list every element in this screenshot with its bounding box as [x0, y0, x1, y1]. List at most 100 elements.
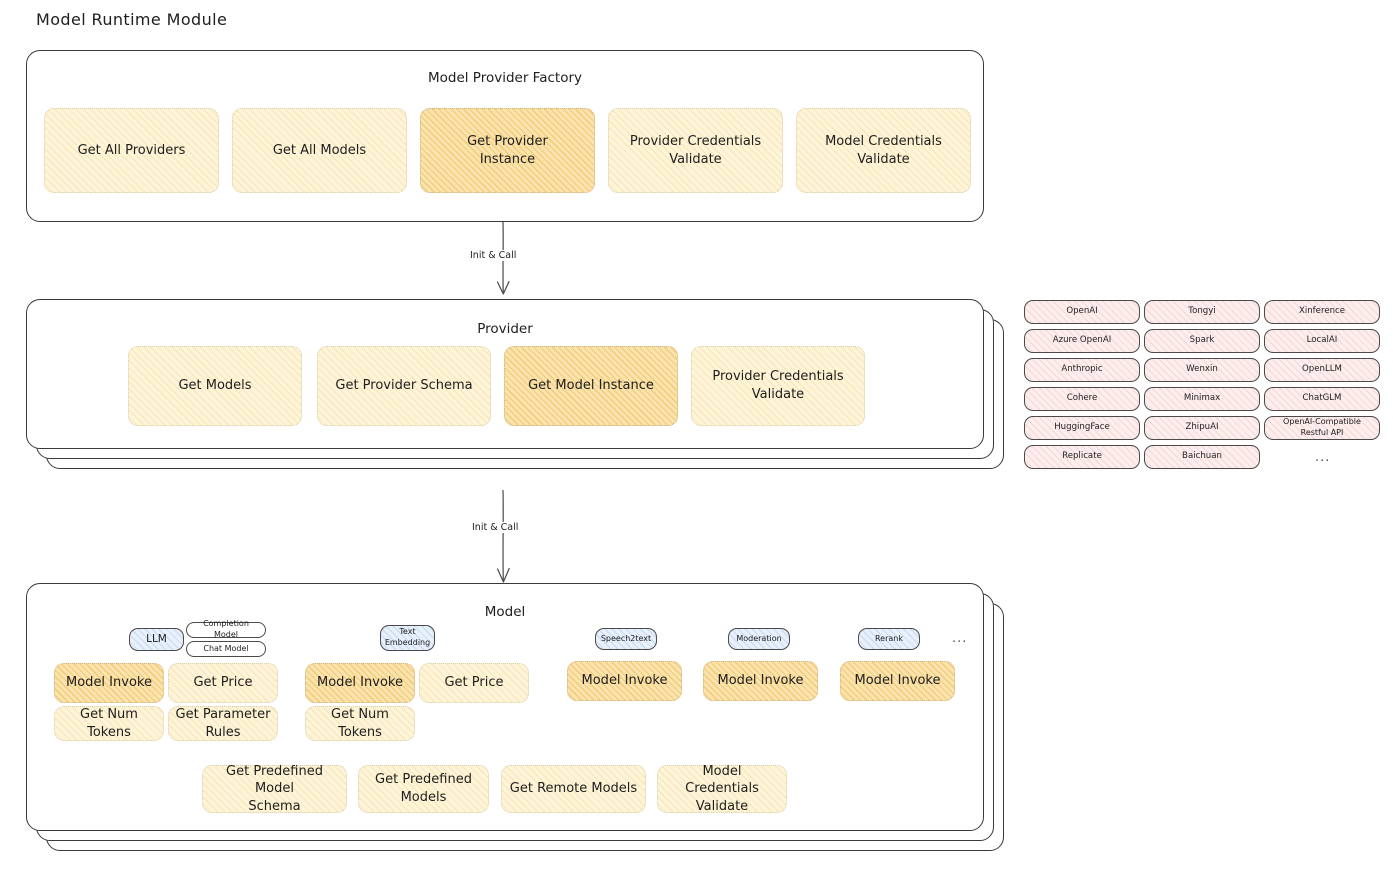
- provider-node-label: Get Provider Schema: [335, 378, 473, 394]
- model-common-get-predefined-model-schema[interactable]: Get Predefined Model Schema: [202, 764, 347, 814]
- provider-tag-label: Spark: [1189, 335, 1215, 346]
- method-label: Get Parameter Rules: [175, 706, 271, 740]
- model-type-label: Speech2text: [600, 633, 652, 643]
- factory-node-provider-credentials-validate[interactable]: Provider Credentials Validate: [608, 108, 783, 193]
- model-container: Model LLM Completion Model Chat Model Mo…: [26, 583, 1004, 851]
- speech2text-method-model-invoke[interactable]: Model Invoke: [567, 661, 682, 701]
- model-common-get-predefined-models[interactable]: Get Predefined Models: [358, 765, 489, 813]
- model-type-speech2text[interactable]: Speech2text: [595, 628, 657, 650]
- provider-tag-label: Cohere: [1066, 393, 1098, 404]
- arrow-label: Init & Call: [469, 522, 522, 533]
- text-embedding-method-get-price[interactable]: Get Price: [419, 663, 529, 703]
- provider-tag-xinference[interactable]: Xinference: [1264, 300, 1380, 324]
- model-type-llm[interactable]: LLM: [129, 628, 184, 651]
- factory-node-model-credentials-validate[interactable]: Model Credentials Validate: [796, 108, 971, 193]
- provider-tag-openai[interactable]: OpenAI: [1024, 300, 1140, 324]
- provider-title: Provider: [477, 321, 533, 337]
- provider-tag-label: OpenLLM: [1302, 364, 1342, 375]
- model-subtype-label: Completion Model: [203, 619, 249, 639]
- factory-node-label: Get All Models: [272, 142, 367, 158]
- provider-tag-label: Baichuan: [1182, 451, 1222, 462]
- method-label: Model Invoke: [66, 675, 152, 691]
- page-title: Model Runtime Module: [36, 10, 228, 29]
- model-type-label: Rerank: [874, 633, 903, 643]
- factory-node-get-all-models[interactable]: Get All Models: [232, 108, 407, 193]
- provider-tag-zhipuai[interactable]: ZhipuAI: [1144, 416, 1260, 440]
- factory-node-label: Get All Providers: [77, 142, 186, 158]
- provider-tag-label: ChatGLM: [1302, 393, 1342, 404]
- provider-tag-chatglm[interactable]: ChatGLM: [1264, 387, 1380, 411]
- model-type-rerank[interactable]: Rerank: [858, 628, 920, 650]
- provider-tag-label: Wenxin: [1186, 364, 1218, 375]
- provider-list: OpenAI Azure OpenAI Anthropic Cohere Hug…: [1024, 300, 1380, 475]
- method-label: Model Invoke: [317, 675, 403, 691]
- provider-tag-label: HuggingFace: [1054, 422, 1110, 433]
- provider-tag-anthropic[interactable]: Anthropic: [1024, 358, 1140, 382]
- provider-tag-label: Minimax: [1183, 393, 1221, 404]
- method-label: Model Credentials Validate: [685, 763, 759, 814]
- text-embedding-method-get-num-tokens[interactable]: Get Num Tokens: [305, 706, 415, 741]
- provider-tag-huggingface[interactable]: HuggingFace: [1024, 416, 1140, 440]
- provider-tag-wenxin[interactable]: Wenxin: [1144, 358, 1260, 382]
- provider-tag-baichuan[interactable]: Baichuan: [1144, 445, 1260, 469]
- arrow-icon: [497, 489, 510, 583]
- model-type-label: LLM: [146, 633, 167, 646]
- provider-node-label: Get Models: [178, 378, 252, 394]
- factory-title: Model Provider Factory: [427, 70, 582, 86]
- arrow-provider-to-model: Init & Call: [469, 489, 540, 590]
- model-type-label: Moderation: [736, 633, 782, 643]
- provider-container: Provider Get Models Get Provider Schema …: [26, 299, 1004, 469]
- arrow-factory-to-provider: Init & Call: [467, 221, 540, 302]
- provider-node-get-model-instance[interactable]: Get Model Instance: [504, 346, 678, 426]
- provider-node-get-provider-schema[interactable]: Get Provider Schema: [317, 346, 491, 426]
- model-type-moderation[interactable]: Moderation: [728, 628, 790, 650]
- method-label: Get Num Tokens: [331, 706, 389, 740]
- provider-tag-label: Xinference: [1298, 306, 1346, 317]
- provider-tag-label: OpenAI-Compatible Restful API: [1283, 417, 1361, 437]
- factory-node-label: Model Credentials Validate: [825, 133, 942, 167]
- llm-method-get-price[interactable]: Get Price: [168, 663, 278, 703]
- model-type-text-embedding[interactable]: Text Embedding: [380, 625, 435, 651]
- llm-method-get-num-tokens[interactable]: Get Num Tokens: [54, 706, 164, 741]
- method-label: Get Price: [193, 675, 253, 691]
- provider-tag-replicate[interactable]: Replicate: [1024, 445, 1140, 469]
- text-embedding-method-model-invoke[interactable]: Model Invoke: [305, 663, 415, 703]
- provider-tag-tongyi[interactable]: Tongyi: [1144, 300, 1260, 324]
- method-label: Get Price: [444, 675, 504, 691]
- model-subtype-completion-model[interactable]: Completion Model: [186, 619, 266, 639]
- moderation-method-model-invoke[interactable]: Model Invoke: [703, 661, 818, 701]
- provider-node-provider-credentials-validate[interactable]: Provider Credentials Validate: [691, 346, 865, 426]
- arrow-label: Init & Call: [467, 250, 520, 261]
- method-label: Get Num Tokens: [80, 706, 138, 740]
- factory-node-label: Provider Credentials Validate: [629, 133, 762, 167]
- provider-tag-cohere[interactable]: Cohere: [1024, 387, 1140, 411]
- provider-node-label: Provider Credentials Validate: [712, 369, 844, 402]
- provider-tag-label: ZhipuAI: [1185, 422, 1219, 433]
- model-subtype-chat-model[interactable]: Chat Model: [186, 641, 266, 657]
- llm-method-get-parameter-rules[interactable]: Get Parameter Rules: [168, 706, 278, 741]
- model-subtype-label: Chat Model: [203, 643, 249, 653]
- llm-method-model-invoke[interactable]: Model Invoke: [54, 663, 164, 703]
- provider-tag-label: LocalAI: [1306, 335, 1338, 346]
- model-title: Model: [484, 604, 526, 620]
- provider-tag-label: Replicate: [1062, 451, 1102, 462]
- provider-tag-azure-openai[interactable]: Azure OpenAI: [1024, 329, 1140, 353]
- provider-tag-spark[interactable]: Spark: [1144, 329, 1260, 353]
- model-common-get-remote-models[interactable]: Get Remote Models: [501, 765, 646, 813]
- model-common-model-credentials-validate[interactable]: Model Credentials Validate: [657, 763, 787, 814]
- factory-node-get-provider-instance[interactable]: Get Provider Instance: [420, 108, 595, 193]
- provider-node-label: Get Model Instance: [528, 378, 654, 394]
- provider-node-get-models[interactable]: Get Models: [128, 346, 302, 426]
- provider-tag-minimax[interactable]: Minimax: [1144, 387, 1260, 411]
- provider-tag-localai[interactable]: LocalAI: [1264, 329, 1380, 353]
- provider-tag-label: OpenAI: [1066, 306, 1098, 317]
- provider-list-ellipsis: ...: [1315, 450, 1331, 465]
- model-types-ellipsis: ...: [952, 631, 968, 646]
- rerank-method-model-invoke[interactable]: Model Invoke: [840, 661, 955, 701]
- model-provider-factory-container: Model Provider Factory Get All Providers…: [26, 50, 984, 222]
- provider-tag-label: Anthropic: [1061, 364, 1103, 375]
- provider-tag-openllm[interactable]: OpenLLM: [1264, 358, 1380, 382]
- factory-node-get-all-providers[interactable]: Get All Providers: [44, 108, 219, 193]
- provider-tag-openai-compatible-restful-api[interactable]: OpenAI-Compatible Restful API: [1264, 416, 1380, 440]
